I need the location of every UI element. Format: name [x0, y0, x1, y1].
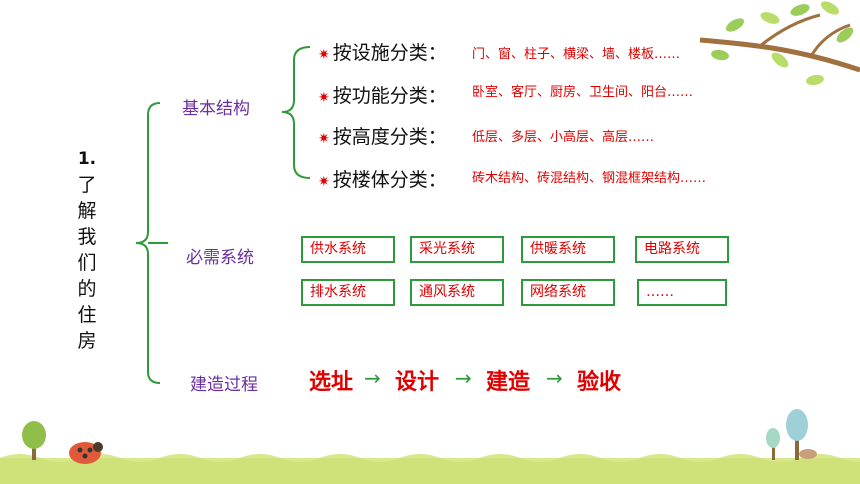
arrow-right-icon: →: [364, 366, 381, 390]
arrow-right-icon: →: [546, 366, 563, 390]
system-box: 电路系统: [635, 236, 729, 263]
system-box: 通风系统: [410, 279, 504, 306]
row-value: 门、窗、柱子、横梁、墙、楼板……: [472, 47, 681, 62]
category-systems: 必需系统: [186, 248, 254, 268]
process-step: 设计: [395, 370, 440, 395]
system-box: 供水系统: [301, 236, 395, 263]
structure-row: ✷按功能分类：: [318, 81, 447, 108]
row-value: 卧室、客厅、厨房、卫生间、阳台……: [472, 85, 694, 100]
row-value: 砖木结构、砖混结构、钢混框架结构……: [472, 171, 707, 186]
title-char: 房: [77, 330, 97, 352]
arrow-right-icon: →: [455, 366, 472, 390]
vertical-title: 1. 了 解 我 们 的 住 房: [74, 146, 100, 354]
star-icon: ✷: [318, 131, 330, 147]
structure-row: ✷按楼体分类：: [318, 165, 447, 192]
star-icon: ✷: [318, 90, 330, 106]
category-process: 建造过程: [190, 375, 258, 395]
system-box: 采光系统: [410, 236, 504, 263]
star-icon: ✷: [318, 174, 330, 190]
row-label: 按功能分类：: [332, 85, 447, 107]
structure-row: ✷按高度分类：: [318, 122, 447, 149]
system-box: 网络系统: [521, 279, 615, 306]
structure-row: ✷按设施分类：: [318, 38, 447, 65]
tree-decoration-right: [766, 409, 817, 460]
brackets: [135, 46, 311, 384]
title-char: 我: [77, 226, 97, 248]
row-label: 按设施分类：: [332, 42, 447, 64]
branch-decoration: [699, 1, 860, 86]
title-char: 了: [77, 174, 97, 196]
process-step: 建造: [486, 370, 531, 395]
tree-decoration-left: [22, 421, 46, 460]
process-step: 选址: [309, 370, 354, 395]
row-value: 低层、多层、小高层、高层……: [472, 130, 655, 145]
system-box: ……: [637, 279, 727, 306]
system-box: 排水系统: [301, 279, 395, 306]
row-label: 按楼体分类：: [332, 169, 447, 191]
process-step: 验收: [577, 370, 622, 395]
row-label: 按高度分类：: [332, 126, 447, 148]
ladybug-decoration: [69, 442, 103, 464]
title-char: 们: [77, 252, 97, 274]
title-char: 的: [77, 278, 97, 300]
grass-strip: [0, 458, 860, 484]
title-number: 1.: [77, 149, 97, 169]
title-char: 解: [77, 200, 97, 222]
star-icon: ✷: [318, 47, 330, 63]
title-char: 住: [77, 304, 97, 326]
category-basic-structure: 基本结构: [182, 99, 250, 119]
system-box: 供暖系统: [521, 236, 615, 263]
